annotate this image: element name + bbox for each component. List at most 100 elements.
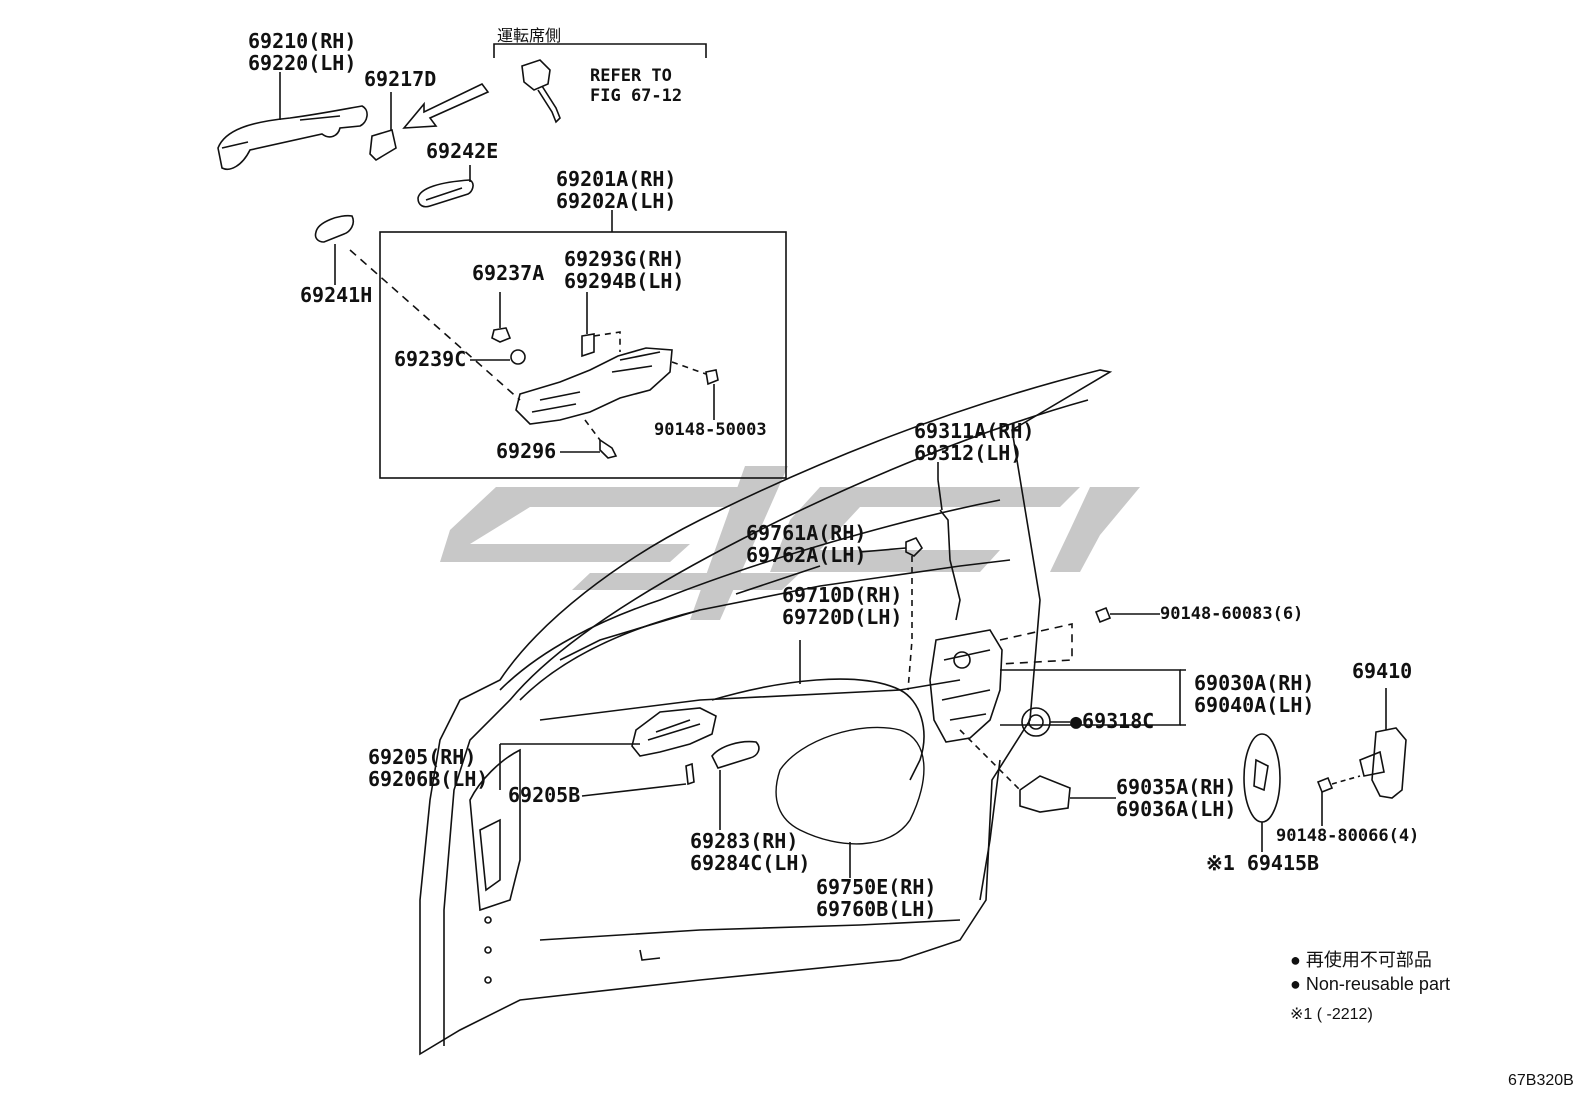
screw-shape [705, 369, 719, 386]
label-69217D[interactable]: 69217D [364, 68, 436, 90]
label-69415B[interactable]: ※1 69415B [1206, 852, 1319, 874]
inner-handle-shape [631, 707, 717, 757]
door-striker-shape [1359, 727, 1407, 799]
label-90148-80066[interactable]: 90148-80066(4) [1276, 826, 1419, 846]
label-line: 90148-50003 [654, 420, 767, 440]
label-line: 69241H [300, 283, 373, 307]
label-line: 69210(RH) [248, 29, 357, 53]
label-line: 69217D [364, 67, 437, 91]
door-lock-assembly-shape [929, 629, 1003, 743]
label-line: 69205B [508, 783, 581, 807]
refer-line-2: FIG 67-12 [590, 86, 683, 106]
label-line: 69294B(LH) [564, 269, 685, 293]
lock-cylinder-shape [521, 59, 561, 124]
driver-side-note: 運転席側 [497, 26, 562, 45]
label-69239C[interactable]: 69239C [394, 348, 466, 370]
label-69201A[interactable]: 69201A(RH) 69202A(LH) [556, 168, 676, 212]
label-69237A[interactable]: 69237A [472, 262, 544, 284]
label-line: 90148-60083(6) [1160, 604, 1304, 624]
label-line: 69202A(LH) [556, 189, 677, 213]
outer-handle-shape [217, 105, 368, 170]
label-line: 69311A(RH) [914, 419, 1035, 443]
label-line: 69720D(LH) [782, 605, 903, 629]
striker-screw-shape [1316, 776, 1334, 794]
open-cable-shape [775, 726, 925, 845]
outer-handle-frame-shape [515, 347, 673, 425]
label-69311A[interactable]: 69311A(RH) 69312(LH) [914, 420, 1034, 464]
driver-side-bracket [493, 43, 707, 58]
label-line: 69312(LH) [914, 441, 1023, 465]
lock-screw-shape [1094, 606, 1112, 624]
refer-line-1: REFER TO [590, 66, 672, 86]
label-69210[interactable]: 69210(RH) 69220(LH) [248, 30, 356, 74]
lock-rod-shape [939, 509, 961, 621]
label-69241H[interactable]: 69241H [300, 284, 372, 306]
lock-cable-shape [711, 678, 925, 781]
label-line: 69710D(RH) [782, 583, 903, 607]
ring-shape [1021, 707, 1051, 737]
dashed-leader [349, 249, 521, 401]
label-69710D[interactable]: 69710D(RH) 69720D(LH) [782, 584, 902, 628]
label-line: 69239C [394, 347, 467, 371]
label-69242E[interactable]: 69242E [426, 140, 498, 162]
direction-arrow-icon [402, 82, 490, 129]
protector-shape [1019, 775, 1071, 813]
label-line: ※1 69415B [1206, 851, 1320, 875]
label-line: 90148-80066(4) [1276, 826, 1420, 846]
watermark-logo [440, 466, 1140, 620]
bezel-shape [314, 214, 355, 243]
label-line: 69206B(LH) [368, 767, 489, 791]
label-69410[interactable]: 69410 [1352, 660, 1412, 682]
label-line: 69040A(LH) [1194, 693, 1315, 717]
label-line: 69750E(RH) [816, 875, 937, 899]
label-line: 69284C(LH) [690, 851, 811, 875]
legend-en: ● Non-reusable part [1290, 974, 1450, 994]
label-line: 69761A(RH) [746, 521, 867, 545]
inner-bezel-shape [711, 740, 760, 769]
label-line: 69030A(RH) [1194, 671, 1315, 695]
label-69283[interactable]: 69283(RH) 69284C(LH) [690, 830, 810, 874]
label-line: 69220(LH) [248, 51, 357, 75]
handle-pad-shape [417, 179, 474, 208]
label-69750E[interactable]: 69750E(RH) 69760B(LH) [816, 876, 936, 920]
label-line: 69242E [426, 139, 499, 163]
clip-shape [491, 327, 512, 343]
label-line: 69035A(RH) [1116, 775, 1237, 799]
legend-jp: ● 再使用不可部品 [1290, 950, 1432, 970]
door-panel-outline [419, 369, 1113, 1056]
legend-note: ※1 ( -2212) [1290, 1006, 1373, 1023]
bracket-clip-shape [581, 333, 595, 358]
label-69318C[interactable]: ●69318C [1070, 710, 1154, 732]
label-line: 69296 [496, 439, 557, 463]
label-69761A[interactable]: 69761A(RH) 69762A(LH) [746, 522, 866, 566]
label-line: 69293G(RH) [564, 247, 685, 271]
label-69205[interactable]: 69205(RH) 69206B(LH) [368, 746, 488, 790]
label-90148-60083[interactable]: 90148-60083(6) [1160, 604, 1303, 624]
striker-cover-shape [1243, 733, 1281, 823]
label-90148-50003[interactable]: 90148-50003 [654, 420, 767, 440]
cable-clip-shape [905, 537, 924, 557]
label-69296[interactable]: 69296 [496, 440, 556, 462]
label-line: 69201A(RH) [556, 167, 677, 191]
label-line: ●69318C [1070, 709, 1155, 733]
label-line: 69283(RH) [690, 829, 799, 853]
key-cap-shape [369, 128, 397, 162]
bolt-shape [599, 438, 618, 459]
pin-shape [685, 762, 695, 786]
label-69205B[interactable]: 69205B [508, 784, 580, 806]
label-69293G[interactable]: 69293G(RH) 69294B(LH) [564, 248, 684, 292]
label-line: 69762A(LH) [746, 543, 867, 567]
label-line: 69760B(LH) [816, 897, 937, 921]
label-line: 69410 [1352, 659, 1413, 683]
refer-note: REFER TO FIG 67-12 [590, 66, 682, 106]
label-line: 69036A(LH) [1116, 797, 1237, 821]
frame-group-box [379, 231, 787, 479]
figure-code: 67B320B [1508, 1072, 1574, 1089]
label-line: 69205(RH) [368, 745, 477, 769]
nut-shape [510, 349, 526, 365]
label-69030A[interactable]: 69030A(RH) 69040A(LH) [1194, 672, 1314, 716]
label-line: 69237A [472, 261, 545, 285]
label-69035A[interactable]: 69035A(RH) 69036A(LH) [1116, 776, 1236, 820]
